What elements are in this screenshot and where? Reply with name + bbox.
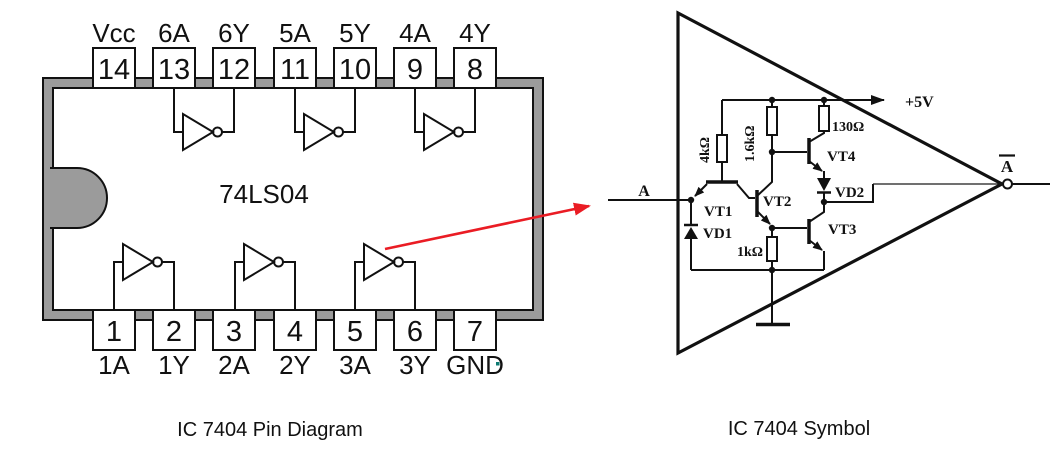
gate-wire <box>343 88 356 133</box>
vt3-label: VT3 <box>828 222 856 238</box>
resistor-1k-label: 1kΩ <box>737 245 763 260</box>
resistor-130-label: 130Ω <box>832 120 864 135</box>
resistor-1k-icon <box>766 236 778 262</box>
pin-box-11 <box>273 47 317 89</box>
artifact-dot <box>496 362 500 366</box>
annotation-arrow <box>384 202 591 251</box>
vt1-collector <box>736 183 755 199</box>
pin-number: 4 <box>287 316 303 348</box>
gate-wire <box>173 88 183 133</box>
pin-number: 7 <box>467 316 483 348</box>
pin-label: GND <box>446 350 504 380</box>
pin-box-6 <box>393 309 437 351</box>
pin-diagram: 14 13 12 11 10 9 8 Vcc 6A 6Y 5A 5Y 4A 4Y… <box>42 18 544 441</box>
pin-number: 5 <box>347 316 363 348</box>
vt1-label: VT1 <box>704 204 732 220</box>
resistor-1k6-label: 1.6kΩ <box>743 126 758 163</box>
pin-number: 12 <box>218 54 250 86</box>
vd2-label: VD2 <box>835 185 864 201</box>
pin-label: 5Y <box>339 18 371 48</box>
gate-wire <box>414 88 424 133</box>
pin-label: 5A <box>279 18 311 48</box>
pin-label: 6Y <box>218 18 250 48</box>
inverter-gate-icon <box>243 242 276 282</box>
pin-label: 4Y <box>459 18 491 48</box>
pin-box-3 <box>212 309 256 351</box>
chip-part-number: 74LS04 <box>219 179 309 209</box>
gate-wire <box>234 261 244 310</box>
gate-wire <box>294 88 304 133</box>
pin-number: 3 <box>226 316 242 348</box>
pin-number: 9 <box>407 54 423 86</box>
pin-label: 4A <box>399 18 431 48</box>
gate-wire <box>403 261 416 310</box>
pin-number: 2 <box>166 316 182 348</box>
gate-wire <box>113 261 123 310</box>
inverter-symbol-triangle <box>676 10 1006 356</box>
pin-box-14 <box>92 47 136 89</box>
pin-number: 11 <box>280 54 310 86</box>
vt2-collector <box>756 152 773 197</box>
pin-box-4 <box>273 309 317 351</box>
output-bubble-icon <box>1002 178 1013 190</box>
top-pins: 14 13 12 11 10 9 8 Vcc 6A 6Y 5A 5Y 4A 4Y <box>92 18 497 89</box>
vd2-diode-icon <box>817 178 831 191</box>
vt1-emitter <box>694 183 708 197</box>
pin-box-7 <box>453 309 497 351</box>
inverter-gates-top <box>173 88 476 152</box>
pin-number: 8 <box>467 54 483 86</box>
pin-number: 14 <box>98 54 130 86</box>
pin-label: 1A <box>98 350 130 380</box>
pin-number: 1 <box>106 316 122 348</box>
inverter-gate-icon <box>303 112 336 152</box>
resistor-1k6-icon <box>766 106 778 136</box>
resistor-4k-icon <box>716 134 728 163</box>
vt2-label: VT2 <box>763 194 791 210</box>
pin-box-13 <box>152 47 196 89</box>
resistor-4k-label: 4kΩ <box>698 137 713 163</box>
vt4-collector <box>808 131 825 143</box>
gate-wire <box>162 261 175 310</box>
vt3-collector <box>808 202 825 223</box>
gate-wire <box>222 88 235 133</box>
output-label: A <box>1001 157 1014 176</box>
inverter-gate-icon <box>182 112 215 152</box>
input-label: A <box>638 183 650 200</box>
inverter-gate-icon <box>122 242 155 282</box>
pin-diagram-caption: IC 7404 Pin Diagram <box>177 419 363 441</box>
inverter-gate-icon <box>363 242 396 282</box>
resistor-130-icon <box>818 105 830 132</box>
inverter-gate-icon <box>423 112 456 152</box>
vt4-label: VT4 <box>827 149 856 165</box>
pin-box-9 <box>393 47 437 89</box>
supply-label: +5V <box>905 94 934 111</box>
pin-label: Vcc <box>92 18 135 48</box>
gate-wire <box>283 261 296 310</box>
chip-notch-icon <box>50 167 108 229</box>
pin-label: 2A <box>218 350 250 380</box>
vd1-label: VD1 <box>703 226 732 242</box>
pin-box-1 <box>92 309 136 351</box>
pin-number: 13 <box>158 54 190 86</box>
pin-number: 6 <box>407 316 423 348</box>
vt4-emitter <box>808 160 823 172</box>
pin-number: 10 <box>339 54 371 86</box>
vt3-emitter <box>808 239 823 251</box>
symbol-caption: IC 7404 Symbol <box>728 418 870 440</box>
gate-wire <box>463 88 476 133</box>
inverter-gates-bottom <box>113 242 416 310</box>
gate-wire <box>354 261 364 310</box>
output-wire <box>824 184 874 203</box>
pin-label: 3Y <box>399 350 431 380</box>
vd1-diode-icon <box>684 227 698 239</box>
pin-label: 1Y <box>158 350 190 380</box>
pin-label: 3A <box>339 350 371 380</box>
vt2-emitter <box>756 210 771 225</box>
pin-label: 2Y <box>279 350 311 380</box>
symbol-diagram: A +5V 4kΩ 1.6kΩ 130Ω VT1 VT2 <box>608 10 1050 440</box>
pin-box-2 <box>152 309 196 351</box>
pin-label: 6A <box>158 18 190 48</box>
